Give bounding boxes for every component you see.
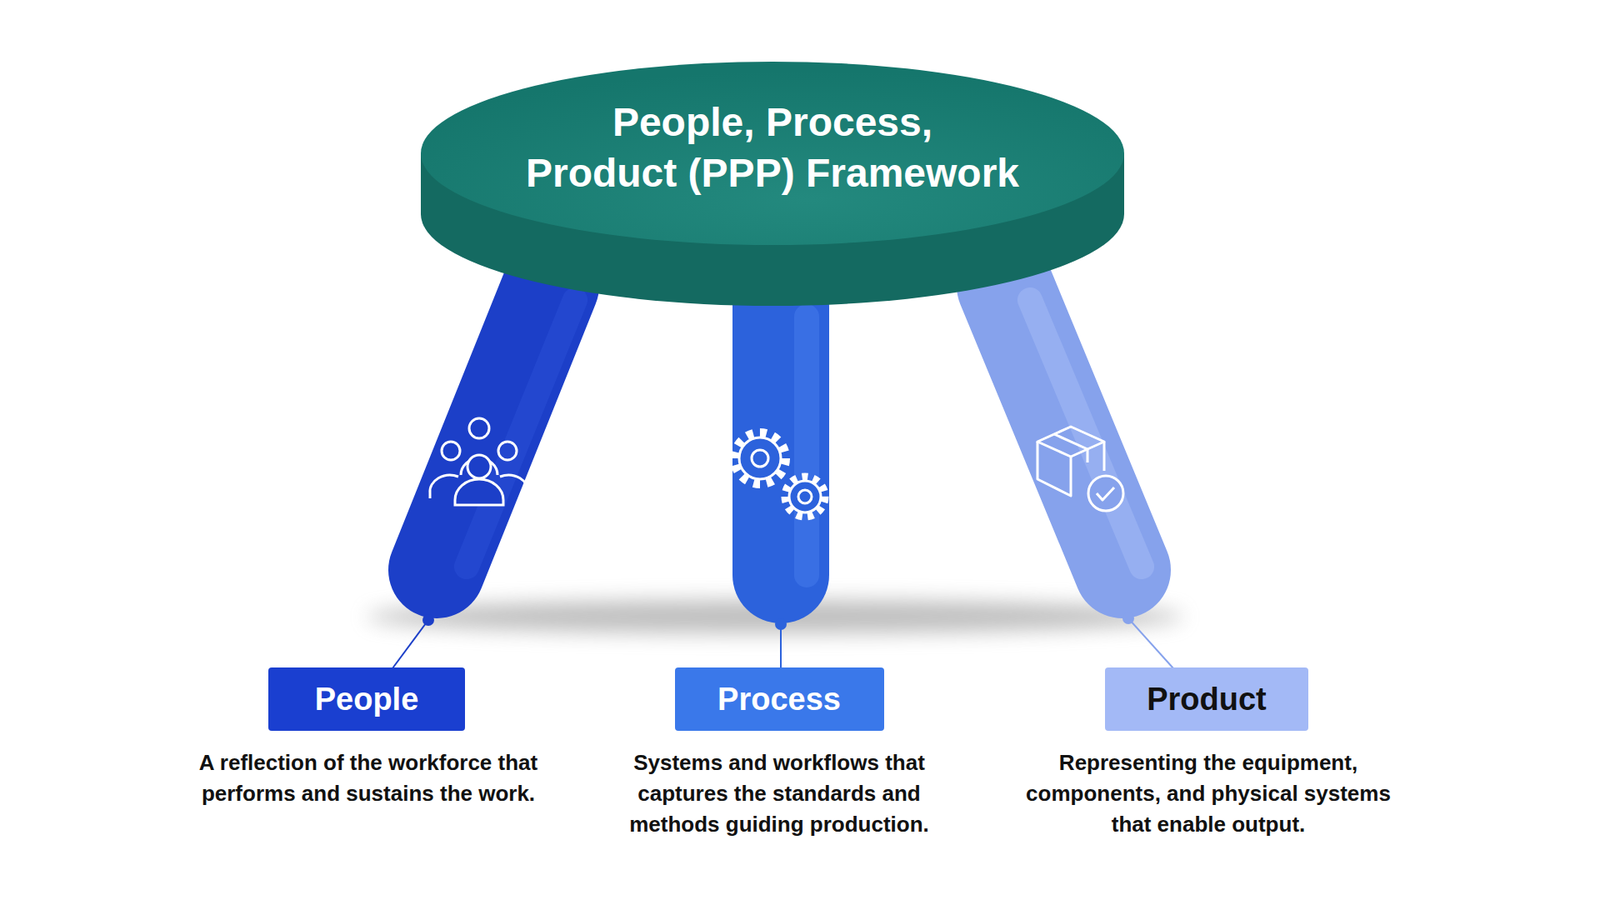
- leader-line: [1128, 618, 1174, 669]
- leader-dot: [775, 618, 787, 630]
- leg-highlight: [1030, 300, 1142, 567]
- pillar-label: Product: [1105, 667, 1309, 731]
- pillar-description: A reflection of the workforce that perfo…: [180, 747, 556, 810]
- pillar-description: Systems and workflows that captures the …: [591, 747, 967, 840]
- leader-lines: [392, 612, 1174, 669]
- pillar-card: ProcessSystems and workflows that captur…: [591, 667, 967, 840]
- box-check-icon: [1037, 426, 1124, 511]
- leader-dot: [422, 614, 435, 626]
- gears-icon: [734, 432, 825, 517]
- leader-dot: [1122, 612, 1135, 625]
- pillar-card: ProductRepresenting the equipment, compo…: [1020, 667, 1396, 840]
- seat-top: [420, 61, 1125, 245]
- pillar-label: Process: [675, 667, 885, 731]
- pillar-description: Representing the equipment, components, …: [1020, 747, 1396, 840]
- pillar-label: People: [268, 667, 465, 731]
- leader-line: [780, 624, 782, 669]
- title: People, Process, Product (PPP) Framework: [455, 96, 1090, 199]
- stool-leg: [732, 305, 830, 575]
- stool-leg: [1005, 285, 1123, 570]
- people-icon: [430, 418, 529, 505]
- leader-line: [392, 620, 429, 669]
- leg-highlight: [466, 300, 575, 567]
- leg-highlight: [794, 316, 820, 575]
- pillar-card: People A reflection of the workforce that…: [180, 667, 556, 810]
